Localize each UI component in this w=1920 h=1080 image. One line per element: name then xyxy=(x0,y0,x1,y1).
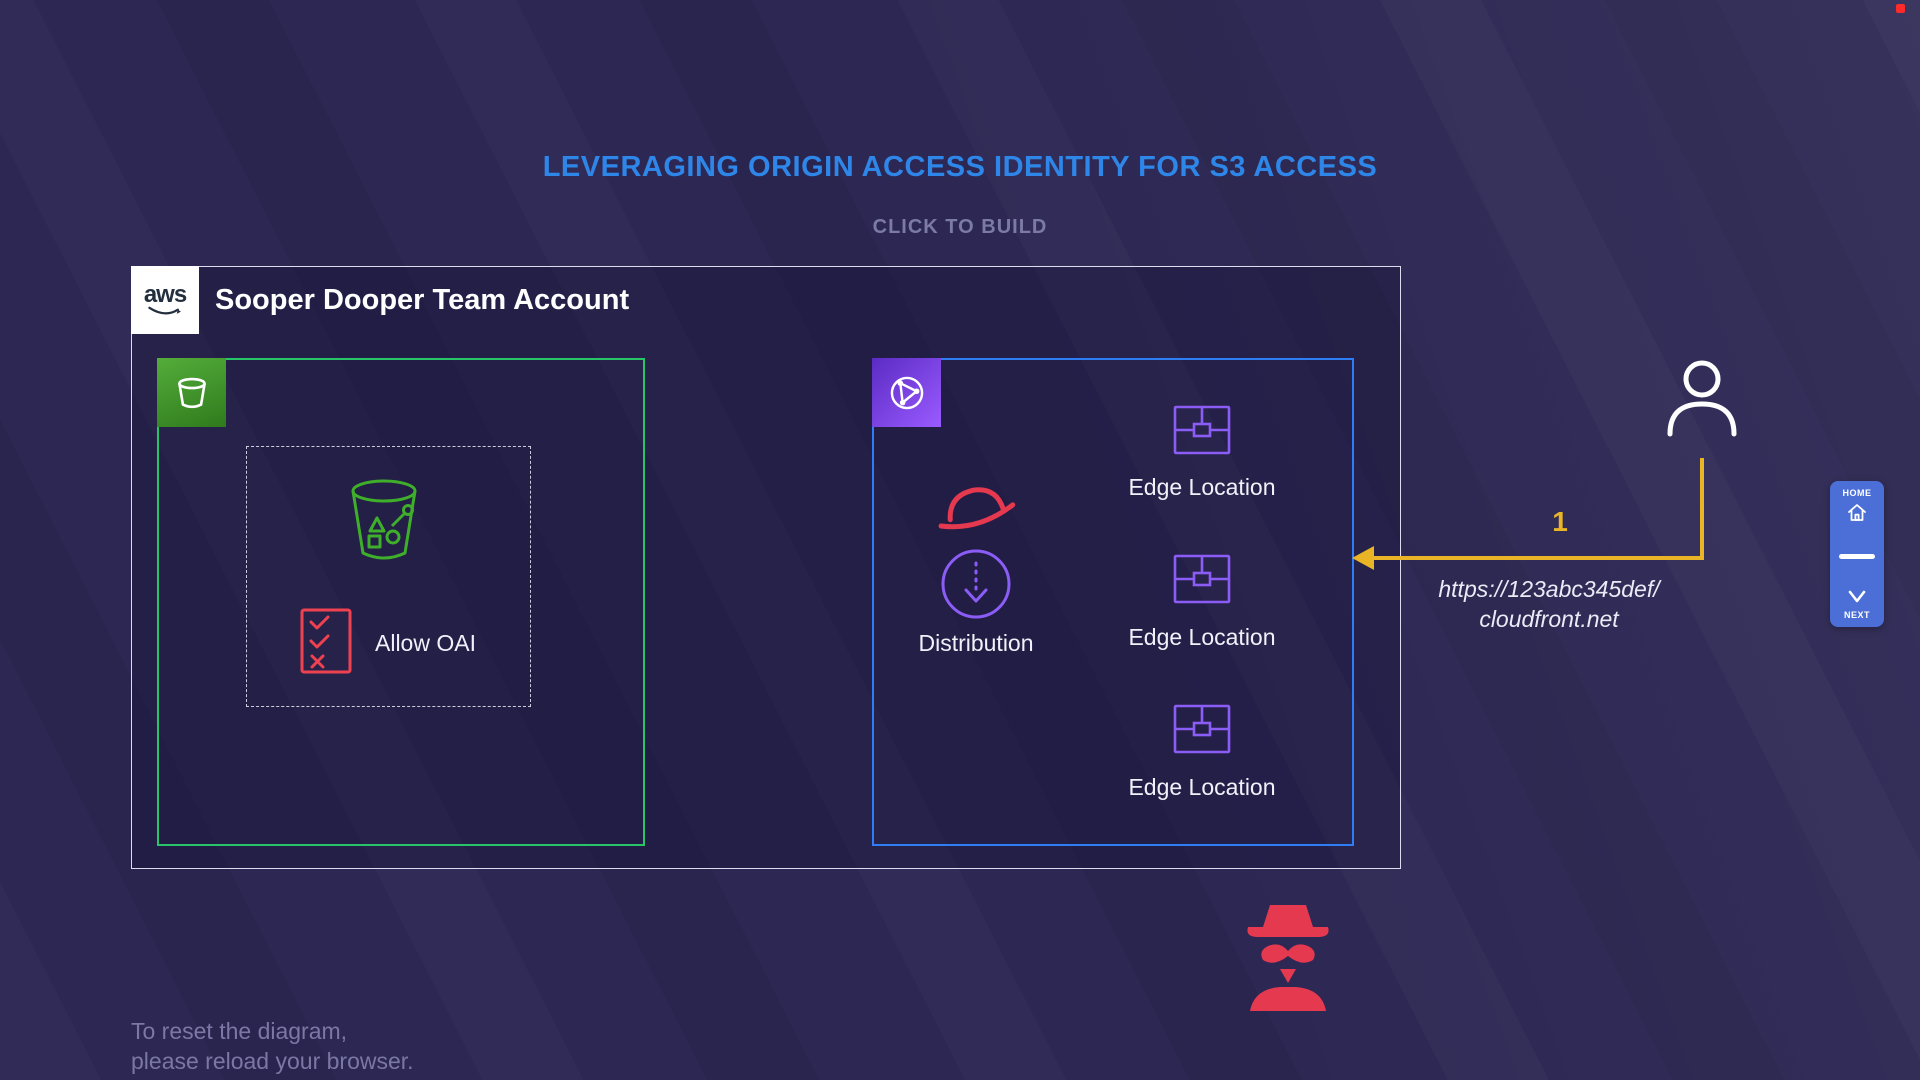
home-button[interactable]: HOME xyxy=(1843,488,1872,525)
reset-note-line1: To reset the diagram, xyxy=(131,1018,348,1044)
bucket-policy-zone xyxy=(246,446,531,707)
request-arrow-vertical xyxy=(1700,458,1704,560)
recording-dot-icon xyxy=(1896,4,1905,13)
s3-bucket-boundary xyxy=(157,358,645,846)
nav-divider xyxy=(1839,553,1875,559)
home-icon xyxy=(1848,504,1866,521)
edge-location-icon xyxy=(1171,698,1233,760)
aws-logo: aws xyxy=(131,266,199,334)
home-button-label: HOME xyxy=(1842,488,1872,498)
s3-bucket-icon xyxy=(177,377,206,408)
policy-checklist-icon xyxy=(298,606,354,681)
allow-oai-label: Allow OAI xyxy=(375,630,476,656)
next-button-label: NEXT xyxy=(1843,610,1870,620)
distribution-download-icon xyxy=(938,546,1014,627)
cloudfront-boundary xyxy=(872,358,1354,846)
reset-note: To reset the diagram, please reload your… xyxy=(131,1016,414,1076)
step-number: 1 xyxy=(1552,506,1568,537)
account-boundary xyxy=(131,266,1401,869)
request-url-line1: https://123abc345def/ xyxy=(1438,576,1660,602)
edge-location-label: Edge Location xyxy=(1128,774,1276,800)
hacker-icon xyxy=(1236,903,1340,1018)
chevron-down-icon xyxy=(1848,590,1866,603)
red-hat-icon xyxy=(930,478,1022,545)
request-arrow-horizontal xyxy=(1372,556,1704,560)
request-url: https://123abc345def/ cloudfront.net xyxy=(1389,574,1709,634)
distribution-label: Distribution xyxy=(918,630,1034,656)
next-button[interactable]: NEXT xyxy=(1844,587,1870,620)
cloudfront-service-badge xyxy=(872,358,941,427)
nav-widget: HOME NEXT xyxy=(1830,481,1884,627)
aws-logo-text: aws xyxy=(143,280,187,308)
cloudfront-globe-icon xyxy=(890,376,923,409)
aws-smile-icon xyxy=(148,306,181,314)
edge-location-label: Edge Location xyxy=(1128,624,1276,650)
s3-bucket-objects-icon xyxy=(336,470,432,575)
edge-location-icon xyxy=(1171,548,1233,610)
reset-note-line2: please reload your browser. xyxy=(131,1048,414,1074)
request-arrowhead-icon xyxy=(1352,546,1374,570)
user-icon xyxy=(1656,352,1748,449)
page-title: LEVERAGING ORIGIN ACCESS IDENTITY FOR S3… xyxy=(542,151,1378,183)
edge-location-label: Edge Location xyxy=(1128,474,1276,500)
edge-location-icon xyxy=(1171,399,1233,461)
s3-service-badge xyxy=(157,358,226,427)
request-url-line2: cloudfront.net xyxy=(1479,606,1619,632)
account-title: Sooper Dooper Team Account xyxy=(215,284,630,316)
click-to-build-hint: CLICK TO BUILD xyxy=(872,216,1048,238)
